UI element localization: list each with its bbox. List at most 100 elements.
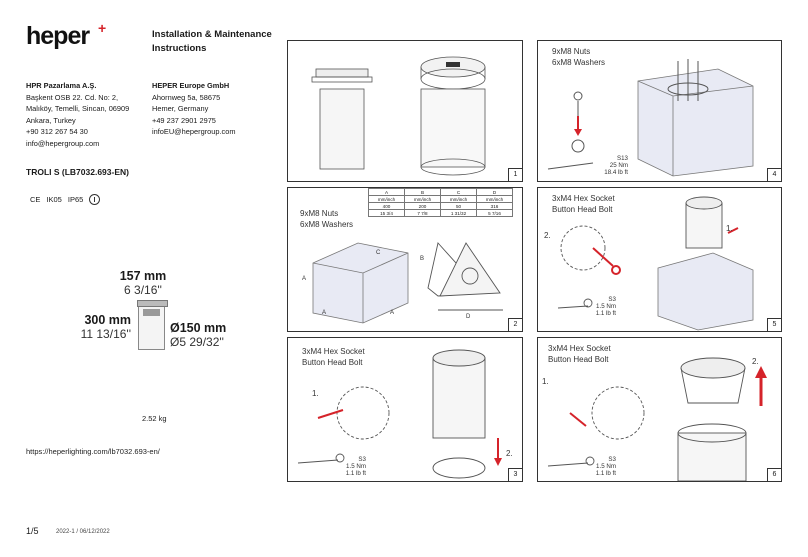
- torque-nm: 1.5 Nm: [346, 463, 366, 470]
- diameter-mm: Ø150 mm: [170, 321, 227, 335]
- step-panel-6: 3xM4 Hex Socket Button Head Bolt 1. 2. S…: [537, 337, 782, 482]
- hardware-line: 3xM4 Hex Socket: [548, 344, 611, 353]
- address-europe: HEPER Europe GmbH Ahornweg 5a, 58675 Hem…: [152, 80, 236, 138]
- step-label: 1.: [726, 224, 733, 233]
- height-mm: 300 mm: [84, 313, 131, 327]
- step-label: 2.: [506, 449, 513, 458]
- product-name: TROLI S (LB7032.693-EN): [26, 167, 129, 177]
- hardware-line: Button Head Bolt: [548, 355, 609, 364]
- address-line: Ankara, Turkey: [26, 115, 76, 125]
- address-line: Başkent OSB 22. Cd. No: 2,: [26, 92, 119, 102]
- hardware-line: Button Head Bolt: [552, 205, 613, 214]
- torque-lbft: 1.1 lb ft: [595, 470, 616, 477]
- hardware-line: 9xM8 Nuts: [300, 209, 339, 218]
- hardware-line: 3xM4 Hex Socket: [302, 347, 365, 356]
- weight: 2.52 kg: [142, 414, 167, 423]
- brand-plus-icon: +: [98, 20, 107, 36]
- head-removal-diagram: [547, 357, 767, 481]
- torque-spec: S3 1.5 Nm 1.1 lb ft: [592, 456, 616, 477]
- dimension-label-a: A: [302, 276, 307, 282]
- address-line: Hemer, Germany: [152, 104, 209, 113]
- panel-number: 4: [767, 168, 781, 181]
- torque-lbft: 18.4 lb ft: [604, 169, 628, 176]
- ip-rating: IP65: [67, 195, 84, 204]
- step-label: 2.: [752, 357, 759, 366]
- dimension-label-a: A: [390, 310, 395, 316]
- tool-size: S3: [608, 296, 616, 303]
- address-turkey: HPR Pazarlama A.Ş. Başkent OSB 22. Cd. N…: [26, 80, 129, 149]
- diameter-in: Ø5 29/32'': [170, 335, 224, 349]
- hardware-label: 3xM4 Hex Socket Button Head Bolt: [552, 193, 615, 215]
- torque-lbft: 1.1 lb ft: [345, 470, 366, 477]
- torque-spec: S3 1.5 Nm 1.1 lb ft: [342, 456, 366, 477]
- dimension-label-d: D: [466, 314, 471, 320]
- product-link[interactable]: https://heperlighting.com/lb7032.693-en/: [26, 447, 160, 456]
- hardware-line: 9xM8 Nuts: [552, 47, 591, 56]
- hardware-label: 3xM4 Hex Socket Button Head Bolt: [548, 343, 611, 365]
- tool-size: S3: [608, 456, 616, 463]
- phone: +49 237 2901 2975: [152, 115, 216, 125]
- panel-number: 6: [767, 468, 781, 481]
- panel-number: 5: [767, 318, 781, 331]
- document-version: 2022-1 / 06/12/2022: [56, 529, 110, 535]
- dimension-table: A B C D mm/inch mm/inch mm/inch mm/inch …: [368, 188, 513, 217]
- hardware-line: 6xM8 Washers: [300, 220, 354, 229]
- brand-logo: heper +: [26, 20, 107, 52]
- org-name: HEPER Europe GmbH: [152, 81, 230, 90]
- hardware-label: 3xM4 Hex Socket Button Head Bolt: [302, 346, 365, 368]
- page-number: 1/5: [26, 526, 39, 536]
- step-panel-4: 9xM8 Nuts 6xM8 Washers S13 25 Nm 18.4 lb…: [537, 40, 782, 182]
- exploded-fixture-diagram: [311, 56, 486, 176]
- certifications: CE IK05 IP65: [30, 194, 101, 205]
- phone: +90 312 267 54 30: [26, 127, 88, 136]
- ground-icon: [89, 194, 101, 205]
- width-dimension: 157 mm 6 3/16'': [110, 269, 176, 297]
- hardware-label: 9xM8 Nuts 6xM8 Washers: [300, 208, 353, 230]
- torque-spec: S3 1.5 Nm 1.1 lb ft: [590, 296, 616, 317]
- document-title: Installation & Maintenance Instructions: [152, 29, 272, 54]
- tool-size: S13: [616, 155, 628, 162]
- org-name: HPR Pazarlama A.Ş.: [26, 81, 97, 90]
- step-label: 1.: [542, 377, 549, 386]
- diameter-dimension: Ø150 mm Ø5 29/32'': [170, 321, 226, 349]
- address-line: Malıköy, Temelli, Sincan, 06909: [26, 104, 130, 113]
- torque-lbft: 1.1 lb ft: [595, 310, 616, 317]
- hardware-line: Button Head Bolt: [302, 358, 363, 367]
- dimension-label-b: B: [420, 256, 425, 262]
- product-thumbnail: [137, 300, 168, 350]
- tool-size: S3: [358, 456, 366, 463]
- height-dimension: 300 mm 11 13/16'': [65, 313, 131, 341]
- brand-name: heper: [26, 22, 90, 50]
- torque-nm: 25 Nm: [609, 162, 628, 169]
- dimension-label-c: C: [376, 250, 381, 256]
- ce-mark: CE: [30, 195, 41, 204]
- width-in: 6 3/16'': [124, 283, 162, 297]
- step-panel-5: 3xM4 Hex Socket Button Head Bolt 2. 1. S…: [537, 187, 782, 332]
- width-mm: 157 mm: [119, 269, 167, 283]
- height-in: 11 13/16'': [80, 327, 131, 341]
- panel-number: 3: [508, 468, 522, 481]
- ik-rating: IK05: [46, 195, 62, 204]
- step-panel-1: 1: [287, 40, 523, 182]
- torque-nm: 1.5 Nm: [596, 303, 616, 310]
- table-cell: 5 7/16: [476, 209, 513, 217]
- panel-number: 2: [508, 318, 522, 331]
- hardware-line: 6xM8 Washers: [552, 58, 606, 67]
- bolt-removal-diagram: [297, 349, 502, 479]
- step-label: 1.: [312, 389, 319, 398]
- step-label: 2.: [544, 231, 551, 240]
- hardware-label: 9xM8 Nuts 6xM8 Washers: [552, 46, 605, 68]
- email: info@hepergroup.com: [26, 138, 100, 148]
- mount-base-diagram: [557, 196, 754, 331]
- step-panel-2: A B C D mm/inch mm/inch mm/inch mm/inch …: [287, 187, 523, 332]
- panel-number: 1: [508, 168, 522, 181]
- email: infoEU@hepergroup.com: [152, 127, 236, 136]
- dimension-label-a: A: [322, 310, 327, 316]
- anchor-bolts-diagram: [547, 59, 754, 177]
- torque-spec: S13 25 Nm 18.4 lb ft: [588, 155, 628, 176]
- foundation-diagram: [312, 242, 503, 324]
- torque-nm: 1.5 Nm: [596, 463, 616, 470]
- step-panel-3: 3xM4 Hex Socket Button Head Bolt 1. 2. S…: [287, 337, 523, 482]
- hardware-line: 3xM4 Hex Socket: [552, 194, 615, 203]
- address-line: Ahornweg 5a, 58675: [152, 92, 221, 102]
